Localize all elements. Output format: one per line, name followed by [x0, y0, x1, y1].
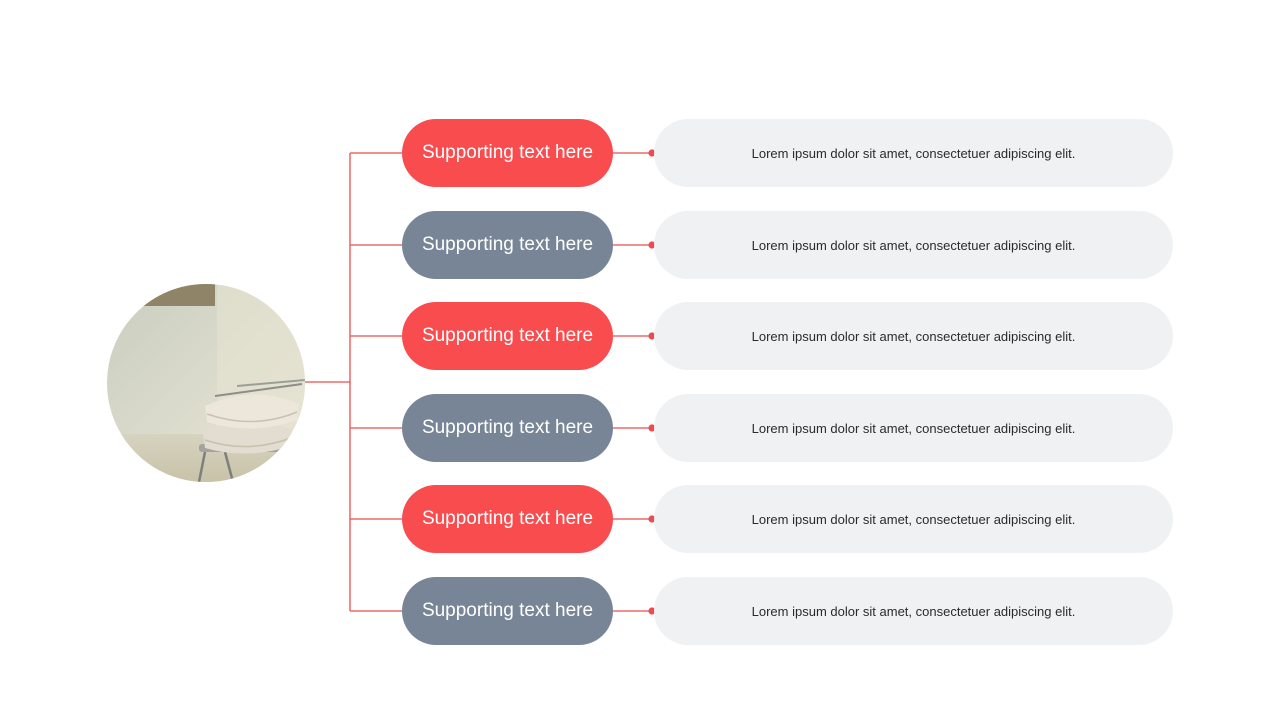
description-pill: Lorem ipsum dolor sit amet, consectetuer… — [654, 485, 1173, 553]
label-pill: Supporting text here — [402, 119, 613, 187]
description-pill: Lorem ipsum dolor sit amet, consectetuer… — [654, 211, 1173, 279]
label-pill: Supporting text here — [402, 577, 613, 645]
label-pill: Supporting text here — [402, 302, 613, 370]
central-photo — [107, 284, 305, 482]
label-pill: Supporting text here — [402, 394, 613, 462]
diagram-row: Supporting text here Lorem ipsum dolor si… — [0, 211, 1280, 279]
diagram-row: Supporting text here Lorem ipsum dolor si… — [0, 485, 1280, 553]
diagram-row: Supporting text here Lorem ipsum dolor si… — [0, 394, 1280, 462]
description-pill: Lorem ipsum dolor sit amet, consectetuer… — [654, 577, 1173, 645]
label-pill: Supporting text here — [402, 211, 613, 279]
description-pill: Lorem ipsum dolor sit amet, consectetuer… — [654, 394, 1173, 462]
description-pill: Lorem ipsum dolor sit amet, consectetuer… — [654, 302, 1173, 370]
description-pill: Lorem ipsum dolor sit amet, consectetuer… — [654, 119, 1173, 187]
diagram-row: Supporting text here Lorem ipsum dolor si… — [0, 302, 1280, 370]
diagram-row: Supporting text here Lorem ipsum dolor si… — [0, 577, 1280, 645]
photo-illustration — [107, 284, 305, 482]
diagram-row: Supporting text here Lorem ipsum dolor si… — [0, 119, 1280, 187]
label-pill: Supporting text here — [402, 485, 613, 553]
